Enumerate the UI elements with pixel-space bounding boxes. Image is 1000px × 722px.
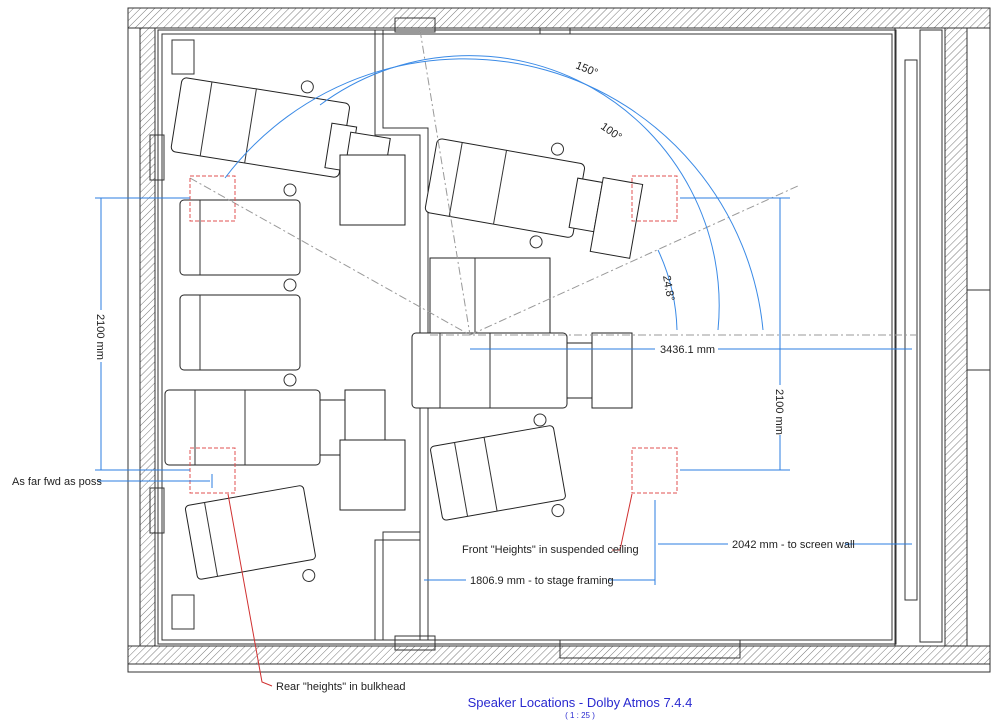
vent-bottom-left	[171, 594, 195, 630]
leader-front-heights	[612, 493, 633, 551]
seat-bottom-left	[184, 485, 316, 582]
walls	[127, 7, 991, 673]
speaker-front-height-bottom	[631, 447, 678, 494]
arc-24-8	[657, 249, 678, 331]
seat-row-front-bottom	[430, 425, 566, 521]
arc-100	[319, 55, 720, 331]
angle-24-8-label: 24.8°	[660, 274, 676, 302]
arc-150	[224, 58, 764, 331]
angle-150-label: 150°	[574, 60, 600, 80]
seat-center-upper	[429, 257, 551, 334]
seat-row-front-top	[424, 138, 644, 259]
screen-wall-dimension-label: 2042 mm - to screen wall	[732, 539, 855, 551]
speaker-front-height-top	[631, 175, 678, 222]
as-far-fwd-label: As far fwd as poss	[12, 476, 102, 488]
angle-100-label: 100°	[598, 121, 624, 144]
table-top	[339, 154, 406, 226]
drawing-title: Speaker Locations - Dolby Atmos 7.4.4	[468, 695, 693, 710]
centerline-rear	[189, 177, 471, 336]
stage-framing-dimension-label: 1806.9 mm - to stage framing	[470, 575, 614, 587]
dimension-left-2100-label: 2100 mm	[94, 314, 106, 360]
vent-top-left	[171, 39, 195, 75]
seating	[164, 77, 644, 582]
seat-row-rear-bottom	[164, 389, 406, 511]
dimension-center-label: 3436.1 mm	[660, 344, 715, 356]
centerline-front	[469, 184, 801, 336]
seat-row-left	[179, 183, 301, 387]
front-heights-label: Front "Heights" in suspended ceiling	[462, 544, 639, 556]
leader-rear-heights	[227, 493, 273, 687]
drawing-scale: ( 1 : 25 )	[565, 711, 595, 720]
rear-heights-label: Rear "heights" in bulkhead	[276, 681, 406, 693]
seat-row-center	[411, 332, 633, 427]
dimension-right-2100-label: 2100 mm	[773, 389, 785, 435]
dimension-lines	[95, 197, 912, 585]
